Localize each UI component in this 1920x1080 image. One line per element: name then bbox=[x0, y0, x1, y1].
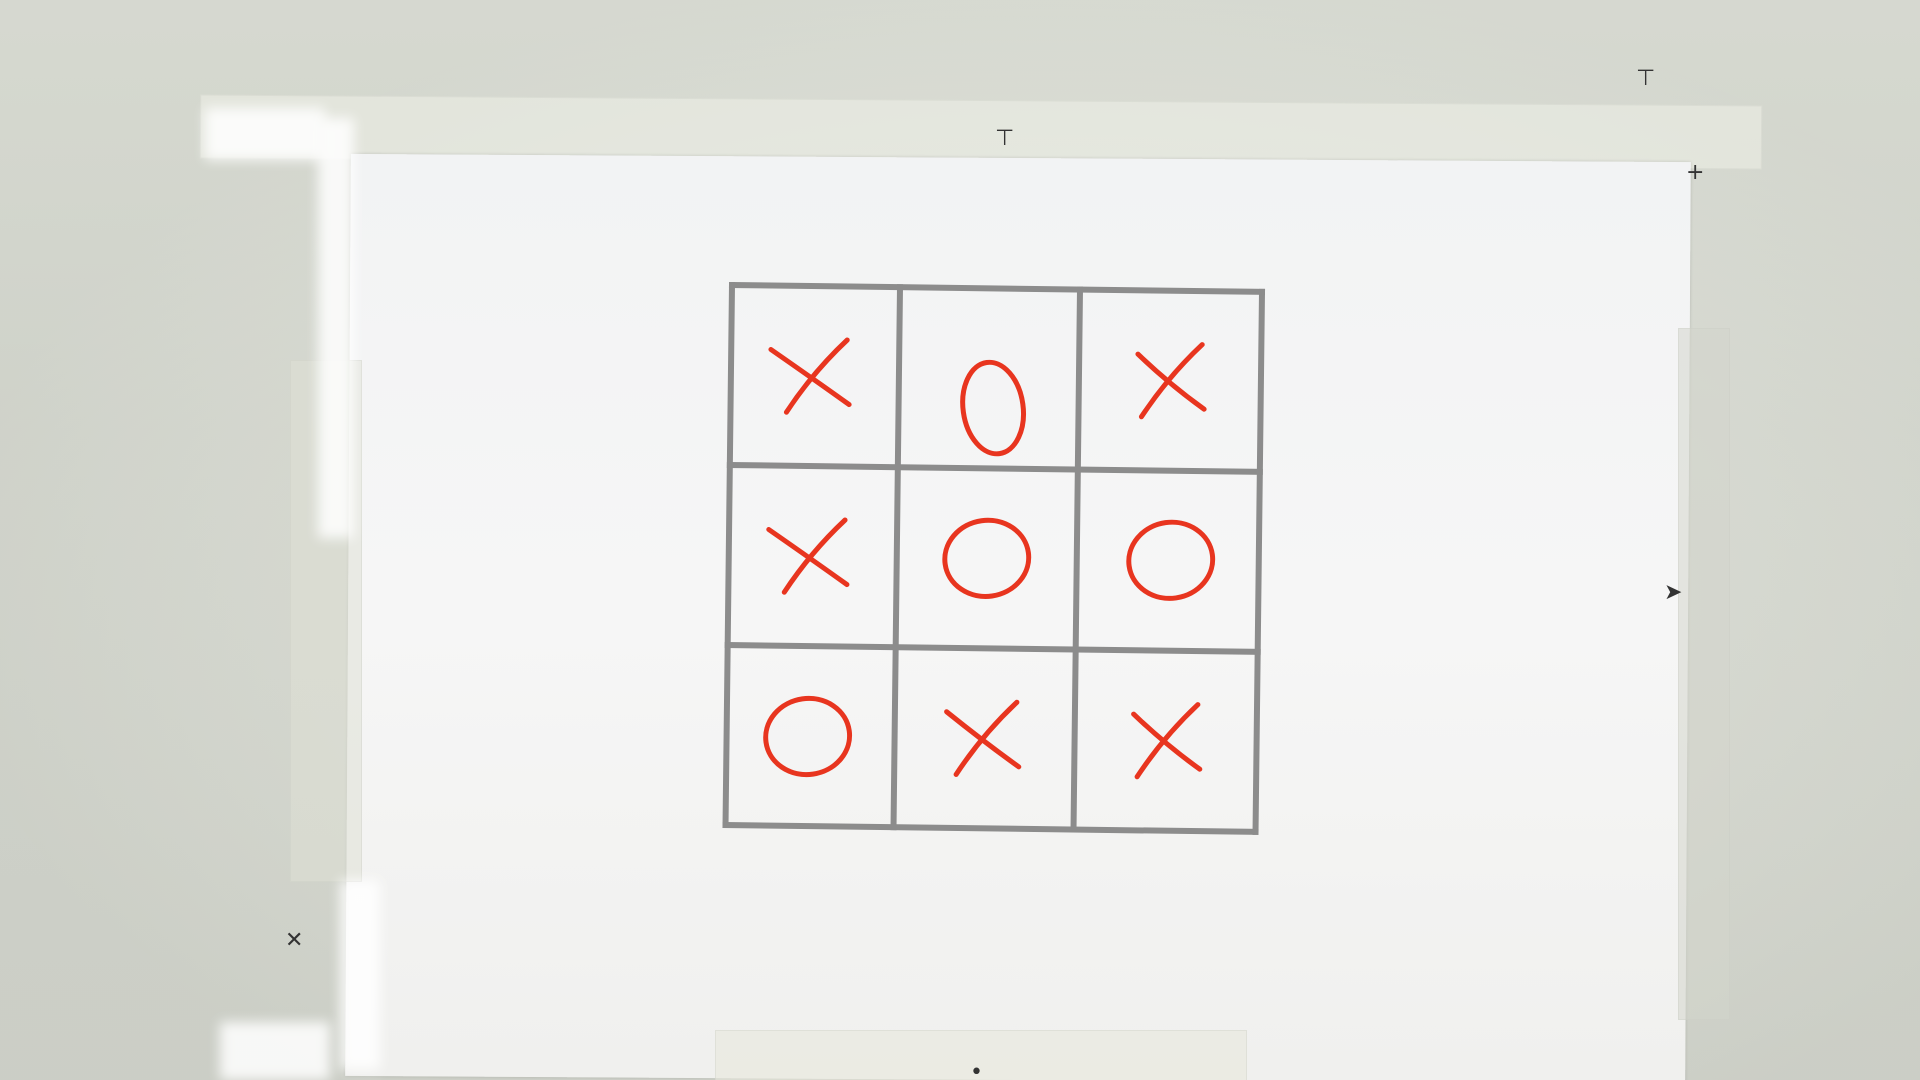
grid-line-horizontal bbox=[722, 821, 1259, 835]
tape-strip-right bbox=[1678, 328, 1730, 1020]
grid-line-horizontal bbox=[726, 461, 1263, 475]
pushpin-icon: ✕ bbox=[285, 928, 304, 953]
grid-line-horizontal bbox=[724, 641, 1261, 655]
tape-strip-bottom bbox=[715, 1030, 1247, 1080]
x-mark-icon bbox=[1135, 342, 1207, 420]
pushpin-icon: ⊤ bbox=[995, 126, 1015, 151]
board-marks bbox=[763, 337, 1216, 780]
o-mark-icon bbox=[942, 517, 1032, 599]
board-grid bbox=[722, 281, 1266, 835]
o-mark-icon bbox=[960, 359, 1026, 457]
x-mark-icon bbox=[766, 517, 850, 595]
x-mark-icon bbox=[768, 337, 852, 415]
x-mark-icon bbox=[1131, 702, 1203, 780]
glare-highlight bbox=[318, 118, 354, 538]
glare-highlight bbox=[340, 880, 380, 1070]
o-mark-icon bbox=[763, 695, 853, 778]
pushpin-icon: + bbox=[1686, 160, 1705, 185]
pushpin-icon: • bbox=[970, 1060, 983, 1080]
grid-line-vertical bbox=[890, 284, 904, 831]
o-mark-icon bbox=[1126, 519, 1216, 601]
glare-highlight bbox=[205, 108, 325, 160]
grid-line-vertical bbox=[722, 281, 736, 829]
grid-line-vertical bbox=[1252, 288, 1266, 835]
grid-line-vertical bbox=[1070, 286, 1084, 833]
pushpin-icon: ⊤ bbox=[1636, 66, 1656, 91]
x-mark-icon bbox=[944, 699, 1022, 777]
pushpin-icon: ➤ bbox=[1664, 580, 1683, 605]
grid-line-horizontal bbox=[728, 281, 1266, 295]
glare-highlight bbox=[220, 1022, 330, 1080]
